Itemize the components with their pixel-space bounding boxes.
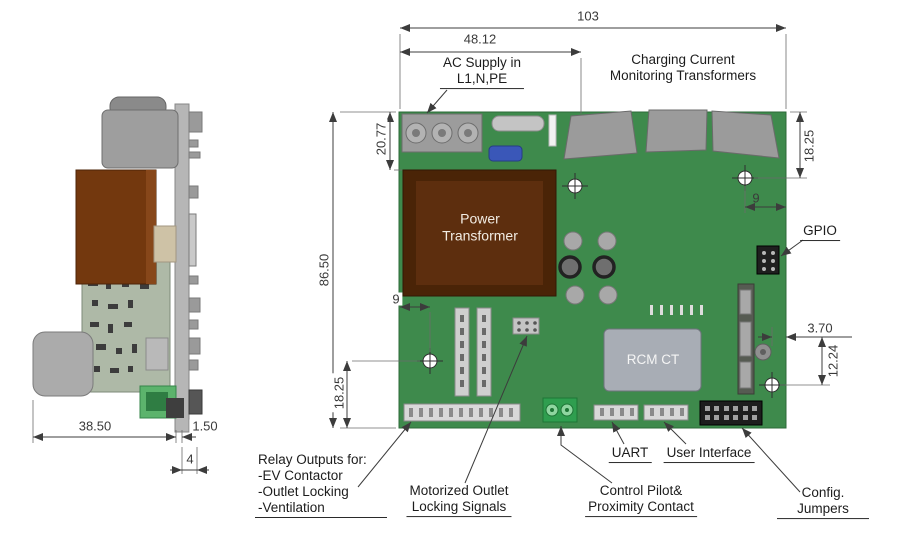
pcb-top-view (398, 109, 787, 429)
dim-board-thickness: 1.50 (189, 419, 221, 433)
power-transformer (402, 169, 557, 297)
config-jumpers-label: Config. Jumpers (777, 485, 869, 519)
config-jumper-block (699, 400, 763, 426)
uart-connector (593, 404, 639, 421)
gpio-header (756, 245, 780, 275)
dim-right-hole-top-offset: 18.25 (802, 126, 817, 166)
gpio-label: GPIO (800, 223, 840, 241)
board-slot (548, 114, 557, 147)
datum-target-icon (417, 348, 443, 374)
locking-signal-connector (512, 317, 540, 335)
dim-bottom-right-hole-x: 3.70 (804, 321, 836, 335)
control-pilot-label: Control Pilot& Proximity Contact (585, 483, 697, 517)
charging-current-label: Charging Current Monitoring Transformers (609, 52, 757, 83)
relay-outputs-label: Relay Outputs for: -EV Contactor -Outlet… (255, 452, 387, 518)
datum-target-icon (759, 372, 785, 398)
leader-lines (357, 89, 804, 493)
side-outlet-connector (139, 385, 184, 419)
dim-left-hole-bottom-offset: 18.25 (332, 373, 347, 413)
relay-output-connector (403, 403, 521, 422)
relay-driver-headers (454, 307, 492, 397)
fuse (491, 115, 545, 132)
dim-board-height: 86.50 (317, 250, 332, 290)
capacitors (558, 231, 618, 305)
datum-target-icon (562, 173, 588, 199)
rcm-ct-module (603, 328, 702, 392)
dim-ac-supply-offset: 48.12 (460, 32, 500, 46)
dim-left-hole-edge-offset: 9 (389, 292, 403, 306)
side-power-transformer (75, 169, 177, 285)
dim-connector-protrusion: 4 (183, 452, 197, 466)
user-interface-connector (643, 404, 689, 421)
side-connector-nubs (188, 111, 203, 415)
varistor (488, 145, 523, 162)
dim-transformer-top-offset: 20.77 (374, 119, 389, 159)
right-connector-strip (737, 283, 772, 395)
dim-side-depth: 38.50 (75, 419, 115, 433)
dim-bottom-right-hole-y: 12.24 (826, 341, 841, 381)
monitoring-transformers (563, 109, 780, 160)
rcm-ct-label: RCM CT (626, 352, 680, 368)
user-interface-label: User Interface (663, 445, 755, 463)
motorized-outlet-label: Motorized Outlet Locking Signals (406, 483, 512, 517)
pcb-side-view (32, 96, 203, 433)
dim-right-hole-edge-offset: 9 (752, 190, 760, 206)
ac-terminal-block (401, 113, 483, 153)
side-cylinder-component (32, 331, 94, 397)
power-transformer-label: Power Transformer (442, 210, 518, 243)
solder-pads (650, 305, 703, 315)
control-pilot-terminal (542, 397, 578, 423)
ac-supply-label: AC Supply in L1,N,PE (439, 55, 525, 89)
dim-board-width: 103 (574, 9, 602, 23)
uart-label: UART (608, 445, 652, 463)
side-ct-transformer (101, 96, 179, 169)
